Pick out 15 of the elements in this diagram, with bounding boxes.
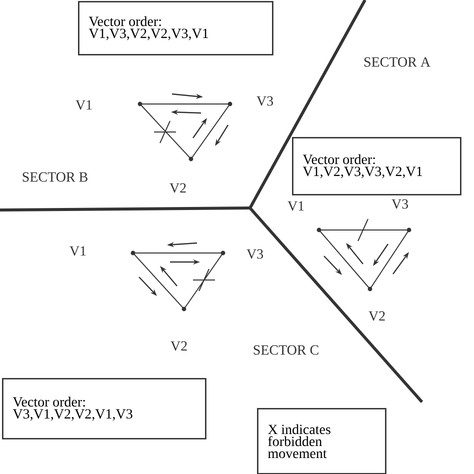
vertex-label: V2	[170, 341, 187, 351]
vertex-label: V1	[70, 246, 86, 256]
vertex-label: V3	[246, 249, 264, 259]
sector-label: SECTOR A	[364, 57, 430, 67]
text-box: Vector order: V3,V1,V2,V2,V1,V3	[2, 378, 206, 440]
sector-label: SECTOR C	[254, 345, 318, 355]
vertex-label: V3	[256, 96, 274, 106]
text-box: Vector order: V1,V3,V2,V2,V3,V1	[78, 1, 274, 56]
text-box: X indicates forbidden movement	[257, 408, 386, 474]
vertex-label: V2	[368, 311, 385, 321]
vertex-label: V1	[288, 201, 304, 211]
sector-label: SECTOR B	[22, 172, 88, 182]
text-box: Vector order: V1,V2,V3,V3,V2,V1	[292, 137, 462, 196]
vertex-label: V2	[170, 183, 186, 193]
vertex-label: V1	[76, 100, 92, 110]
